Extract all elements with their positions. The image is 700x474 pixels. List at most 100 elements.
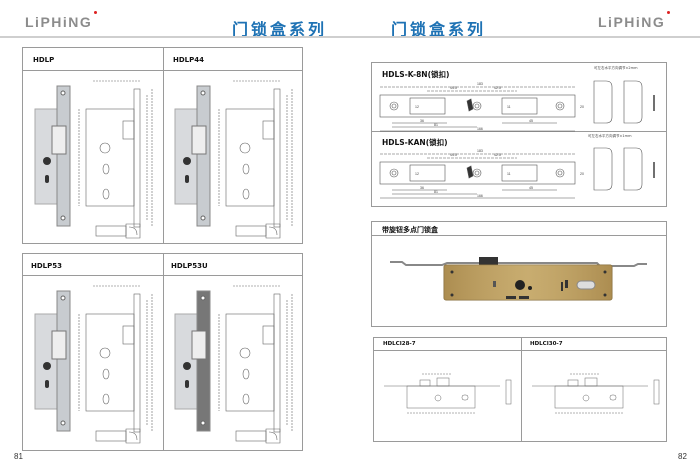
multipoint-technical-drawing (532, 373, 660, 414)
cylinder-outline (609, 394, 617, 401)
dimension-label: 42.5 (494, 86, 501, 90)
multipoint-title: 带旋钮多点门锁盒 (382, 226, 438, 234)
faceplate (196, 290, 211, 432)
bolt-head (125, 223, 141, 239)
latch-outline (122, 120, 135, 140)
dimension-label: 183 (477, 149, 483, 153)
spindle-hole (43, 362, 51, 370)
technical-drawing (218, 285, 293, 444)
bolt-head (125, 428, 141, 444)
bolt-opening (501, 164, 538, 182)
latch-bolt (51, 330, 67, 360)
spindle-hole (183, 157, 191, 165)
latch-block (479, 257, 498, 266)
screw-hole (389, 168, 399, 178)
screw-hole-inner (474, 170, 480, 176)
lock-photo (174, 290, 211, 432)
page-number-left: 81 (14, 452, 23, 461)
latch-opening (409, 164, 446, 182)
model-label-hdlp44: HDLP44 (173, 56, 205, 64)
dimension-label: 20 (580, 172, 584, 176)
registered-mark-icon (667, 11, 671, 14)
model-label-hdlp53: HDLP53 (31, 262, 63, 270)
dimension-label: 166 (477, 127, 483, 131)
spindle-hole (515, 280, 525, 290)
dimension-label: 44.5 (450, 153, 457, 157)
logo-text: LiPHiNG (25, 14, 93, 30)
adjust-note: 可左右水平方向调节±1mm (588, 134, 632, 138)
screw-hole-inner (474, 103, 480, 109)
logo-text: LiPHiNG (598, 14, 666, 30)
screw-hole (200, 215, 206, 221)
key-hole (185, 175, 189, 183)
multipoint-lock-photo (390, 257, 647, 301)
body-outline (225, 108, 275, 207)
bolt-section (95, 225, 127, 237)
dimension-label: 183 (477, 82, 483, 86)
lock-illustration (34, 80, 153, 239)
latch-outline (122, 325, 135, 345)
screw-hole-inner (557, 170, 563, 176)
strike-plate (379, 161, 576, 185)
keyhole-outline (102, 163, 110, 175)
panel-hdlci: HDLCI28-7 HDLCI30-7 (373, 337, 667, 442)
lock-photo (34, 290, 71, 432)
bolt-section (95, 430, 127, 442)
panel-header (23, 254, 302, 276)
section-b (623, 147, 643, 191)
spindle-outline (582, 394, 590, 402)
page-title-right: 门锁盒系列 (391, 20, 487, 39)
screw-hole (60, 295, 66, 301)
dimension-label: 45 (529, 119, 533, 123)
bolt-section (235, 430, 267, 442)
latch-bolt (51, 125, 67, 155)
screw-hole (200, 90, 206, 96)
dimension-label: 36 (420, 119, 424, 123)
panel-multipoint: 带旋钮多点门锁盒 (371, 221, 667, 327)
latch-opening (409, 97, 446, 115)
dimension-label: 81 (434, 190, 438, 194)
screw-hole-inner (391, 170, 397, 176)
cross-section-drawing (593, 147, 655, 191)
spindle-outline (99, 347, 111, 359)
panel-header (374, 338, 666, 351)
panel-header (23, 48, 302, 71)
technical-drawing (78, 285, 153, 444)
model-label-hdlp: HDLP (33, 56, 55, 64)
latch-outline (584, 377, 598, 387)
bolt-head (265, 428, 281, 444)
screw-hole (555, 168, 565, 178)
panel-hdlp: HDLP HDLP44 (22, 47, 303, 244)
strike-plate (379, 94, 576, 118)
dimension-label: 11 (507, 172, 511, 176)
screw-hole (472, 101, 482, 111)
registered-mark-icon (94, 11, 98, 14)
latch-outline (262, 120, 275, 140)
keyhole-outline (242, 188, 250, 200)
panel-divider (163, 254, 164, 450)
lock-illustration (174, 285, 293, 444)
model-label-hdls-k-8n: HDLS-K-8N(锁扣) (382, 70, 450, 79)
dimension-label: 36 (420, 186, 424, 190)
latch-outline (419, 379, 431, 387)
faceplate (56, 85, 71, 227)
bolt-section (235, 225, 267, 237)
body-outline (225, 313, 275, 412)
cylinder-outline (461, 394, 469, 401)
keyhole-outline (102, 393, 110, 405)
lock-illustration (174, 80, 293, 239)
spindle-outline (239, 142, 251, 154)
cylinder-hole (576, 280, 596, 290)
keyhole-outline (242, 393, 250, 405)
section-a (593, 147, 613, 191)
cross-section-drawing (593, 80, 655, 124)
spindle-outline (99, 142, 111, 154)
latch-bolt (191, 330, 207, 360)
panel-divider (521, 338, 522, 441)
faceplate-outline (133, 293, 141, 433)
faceplate-outline (273, 88, 281, 228)
model-label-hdlci28-7: HDLCI28-7 (383, 341, 416, 347)
screw-hole (200, 295, 206, 301)
screw-hole (60, 215, 66, 221)
